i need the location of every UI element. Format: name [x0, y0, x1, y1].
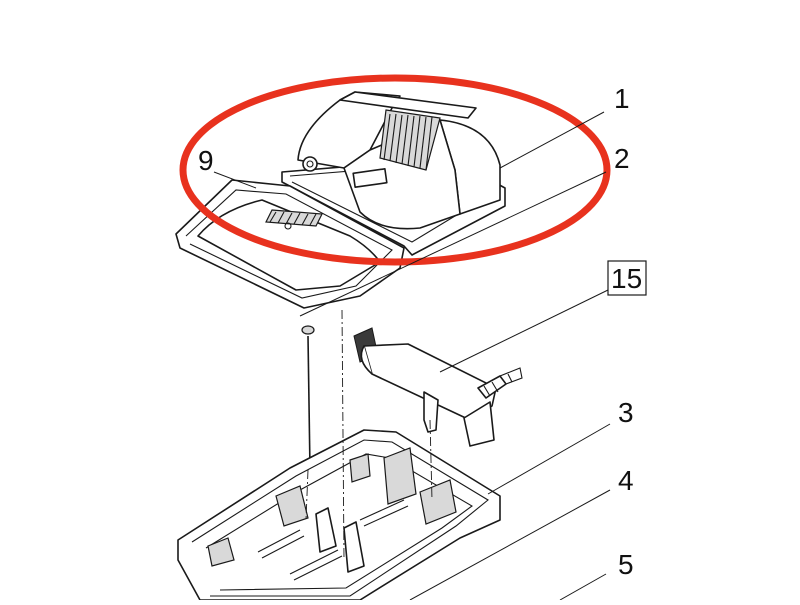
part-9-flat-lid: [175, 179, 405, 309]
float-rod: [301, 325, 315, 471]
part-15-uv-unit: [353, 327, 523, 447]
assembly-axes: [305, 309, 433, 561]
vent-slots: [265, 209, 323, 227]
callout-4: 4: [618, 465, 634, 496]
part-3-base-tray: [177, 429, 501, 601]
highlight-ellipse: [179, 74, 611, 266]
callout-15-box: [607, 260, 647, 296]
leader-lines: [213, 111, 611, 601]
ribbed-grip: [379, 109, 441, 171]
callout-2: 2: [614, 143, 630, 174]
callout-5: 5: [618, 549, 634, 580]
callout-1: 1: [614, 83, 630, 114]
callout-labels: 1 2 9 15 3 4 5: [198, 83, 647, 580]
callout-3: 3: [618, 397, 634, 428]
callout-15: 15: [611, 263, 642, 294]
part-1-lid-housing: [281, 91, 506, 256]
callout-9: 9: [198, 145, 214, 176]
